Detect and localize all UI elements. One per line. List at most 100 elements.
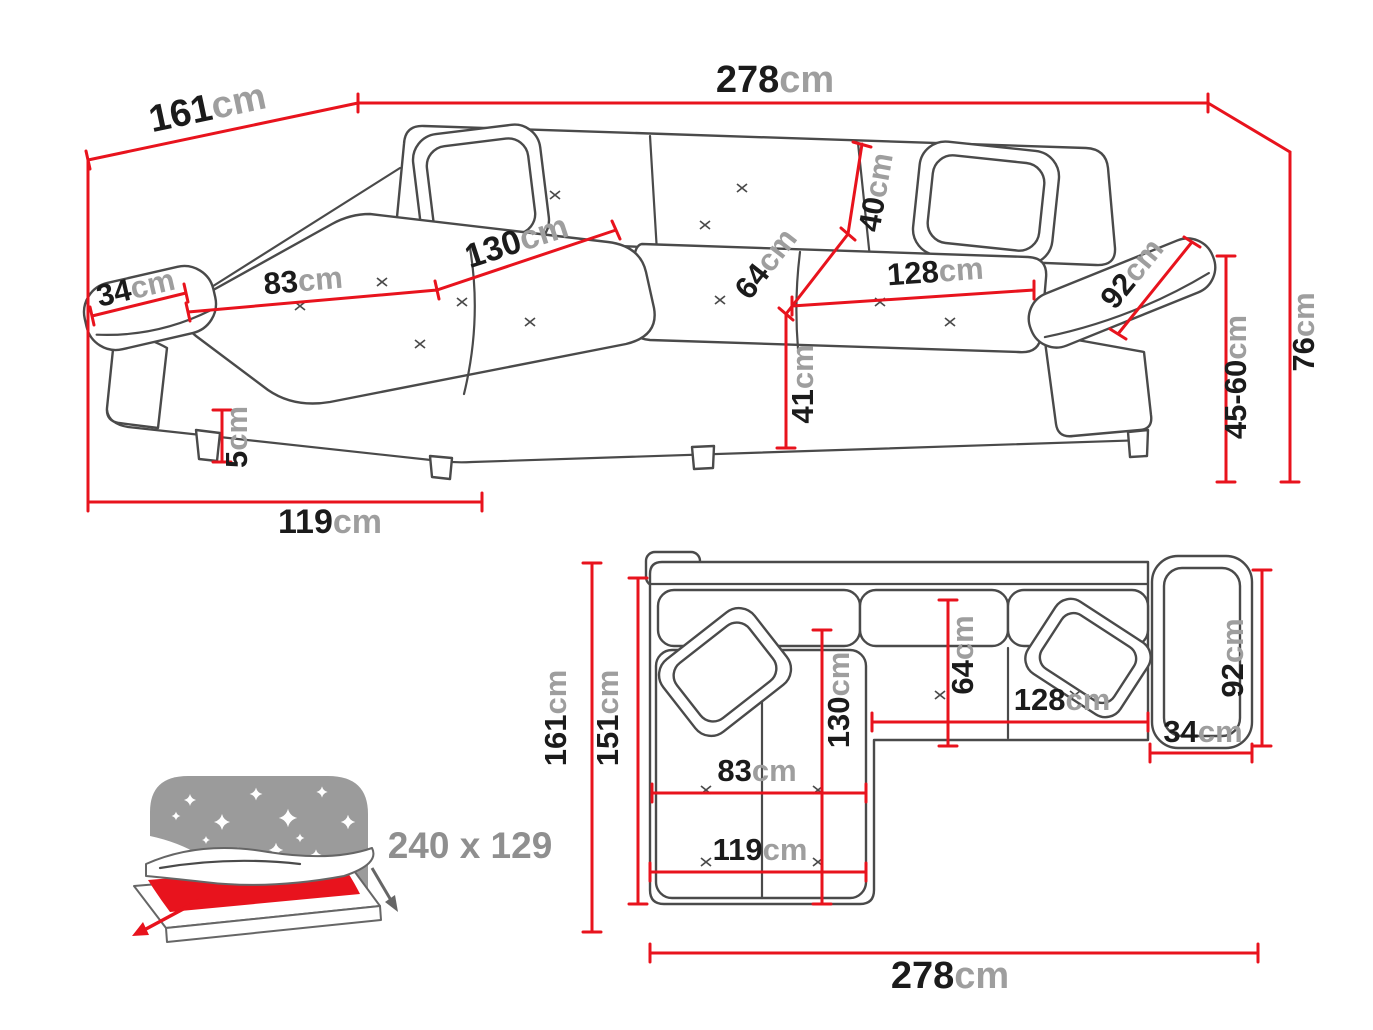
dim-unit: cm (937, 251, 984, 289)
dim-unit: cm (1215, 618, 1250, 663)
dim-line-plan-right-seat-width (870, 711, 1150, 733)
dim-unit: cm (1198, 714, 1243, 749)
dim-unit: cm (538, 670, 573, 715)
dim-plan-chaise-seat-width: 83cm (717, 753, 796, 788)
dim-line-total-height (1279, 150, 1301, 484)
dim-value: 34 (93, 272, 135, 314)
dim-value: 278 (891, 955, 954, 997)
dim-unit: cm (219, 406, 254, 451)
dim-line-leg-height (211, 408, 233, 464)
dim-connector-right (1206, 101, 1292, 154)
dimension-lines-plan (581, 561, 1273, 964)
dim-value: 45-60 (1218, 360, 1253, 439)
dim-perspective-chaise-seat-width: 83cm (262, 260, 344, 302)
dimension-lines-perspective (84, 92, 1301, 513)
chaise-left-edge (208, 166, 402, 290)
seat-cushions-right (628, 242, 1048, 354)
dim-value: 92 (1215, 663, 1250, 697)
sofa-leg (1126, 428, 1150, 459)
dim-plan-armrest-depth: 92cm (1215, 618, 1250, 697)
pillow-inner (1038, 611, 1138, 705)
pillow-inner (926, 154, 1046, 252)
dim-value: 161 (145, 87, 216, 141)
dim-perspective-chaise-front-width: 119cm (278, 503, 382, 541)
dimension-labels-perspective: 278cm 161cm 34cm 83cm 130cm 64cm 40cm 12… (93, 59, 1321, 541)
base-bottom-edge (105, 408, 1148, 464)
dim-perspective-total-height: 76cm (1286, 292, 1321, 371)
dim-line-plan-chaise-seat-width (650, 782, 868, 804)
armrest-crease (95, 309, 212, 337)
dim-perspective-left-armrest-width: 34cm (93, 262, 178, 314)
bed-size-label: 240 x 129 (388, 825, 553, 866)
dim-unit: cm (333, 503, 382, 541)
dim-perspective-armrest-height: 45-60cm (1218, 315, 1253, 439)
dim-line-plan-inner-depth (627, 576, 649, 906)
sofa-drawing-perspective (82, 123, 1217, 481)
dim-value: 119 (278, 503, 333, 541)
dim-unit: cm (296, 260, 344, 299)
plan-pillow-left (657, 606, 793, 738)
dim-line-right-armrest-depth (1108, 235, 1202, 341)
bed-duvet (145, 847, 375, 886)
dim-value: 34 (1163, 714, 1198, 749)
dim-unit: cm (945, 615, 980, 660)
bed-duvet-fold (158, 859, 302, 870)
sofa-leg (428, 454, 454, 481)
backrest-seam-corner (648, 134, 659, 254)
arrow-shaft (370, 867, 394, 903)
dim-unit: cm (1218, 315, 1253, 360)
dim-perspective-total-width: 278cm (716, 59, 834, 101)
unfold-arrow (132, 898, 201, 936)
dim-plan-chaise-length: 130cm (821, 652, 856, 749)
dim-perspective-backrest-height: 40cm (852, 150, 900, 234)
dim-perspective-seat-height: 41cm (785, 344, 820, 423)
dim-line-chaise-83-130 (184, 219, 622, 323)
dimension-labels-plan: 161cm 151cm 130cm 64cm 128cm 34cm 92cm 8… (538, 615, 1250, 997)
dim-plan-total-width: 278cm (891, 955, 1009, 997)
arrow-head-icon (132, 922, 149, 936)
plan-back-cushion (858, 588, 1010, 648)
plan-armrest-inner (1162, 566, 1242, 738)
dim-unit: cm (858, 150, 900, 200)
sofa-leg (690, 444, 716, 471)
dim-unit: cm (779, 59, 834, 101)
dim-line-plan-chaise-width (648, 861, 868, 883)
dim-unit: cm (1286, 292, 1321, 337)
depth-arrow (370, 867, 398, 912)
dim-line-left-armrest-width (88, 282, 190, 327)
dim-perspective-right-seat-width: 128cm (886, 251, 985, 293)
pillow-inner (672, 621, 778, 723)
bed-base-front (165, 905, 382, 943)
chaise-seam (462, 246, 476, 396)
dim-value: 119 (713, 832, 763, 867)
chaise-cushion (183, 212, 656, 405)
dim-value: 41 (785, 389, 820, 423)
base-right-face (1042, 332, 1153, 438)
dim-line-chaise-front-width (86, 491, 484, 513)
pillow-right (911, 140, 1061, 266)
perspective-view: 278cm 161cm 34cm 83cm 130cm 64cm 40cm 12… (82, 59, 1321, 541)
top-view: 161cm 151cm 130cm 64cm 128cm 34cm 92cm 8… (538, 550, 1273, 997)
armrest-right (1027, 237, 1217, 349)
dim-value: 151 (590, 715, 625, 767)
dim-line-armrest-height (1215, 254, 1237, 484)
sleeping-function-icon: 240 x 129 (132, 776, 553, 943)
dim-plan-chaise-width: 119cm (713, 832, 808, 867)
arrow-head-icon (385, 895, 398, 912)
dim-unit: cm (954, 955, 1009, 997)
sofa-drawing-plan (644, 550, 1254, 906)
dim-unit: cm (590, 670, 625, 715)
dim-plan-inner-depth: 151cm (590, 670, 625, 767)
dim-unit: cm (207, 75, 269, 128)
dim-value: 76 (1286, 337, 1321, 371)
armrest-left (82, 264, 218, 352)
dim-value: 128 (886, 254, 940, 293)
dim-value: 130 (821, 697, 856, 749)
dim-value: 83 (717, 753, 751, 788)
arrow-shaft (145, 898, 201, 931)
dim-unit: cm (785, 344, 820, 389)
dim-plan-armrest-width: 34cm (1163, 714, 1242, 749)
dim-line-plan-total-depth (581, 561, 603, 934)
dim-line-seat-height (775, 312, 797, 450)
